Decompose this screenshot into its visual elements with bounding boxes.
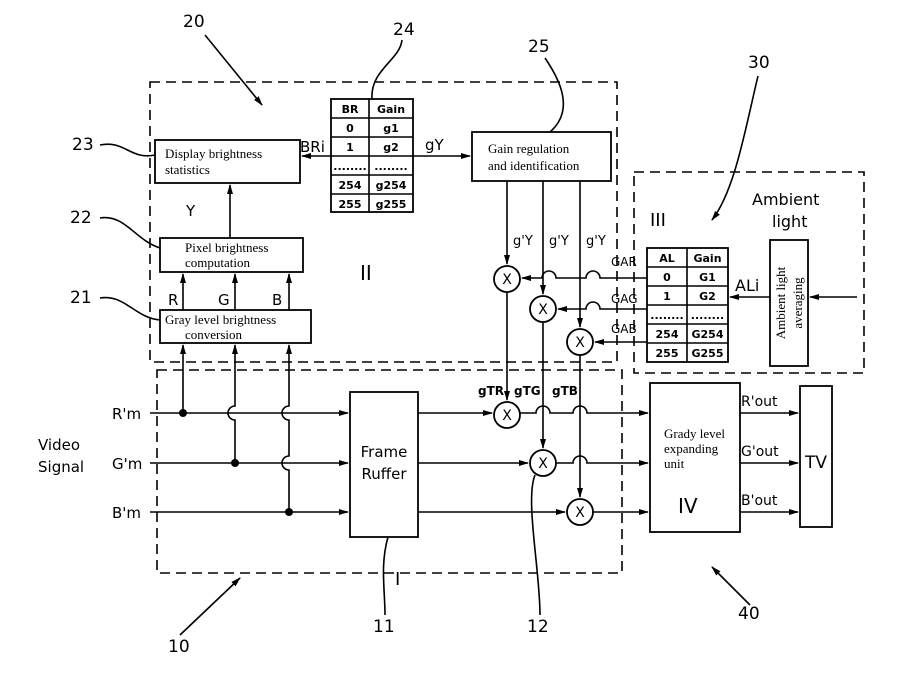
ambient-avg-line2: averaging bbox=[790, 277, 805, 329]
ref-24: 24 bbox=[393, 20, 415, 40]
signal-gTG: gTG bbox=[514, 384, 541, 398]
signal-B: B bbox=[272, 291, 282, 309]
section-I: I bbox=[395, 569, 400, 590]
gain-regulation-block bbox=[472, 132, 611, 181]
signal-Rout: R'out bbox=[741, 394, 778, 410]
signal-gY-prime-3: g'Y bbox=[586, 234, 606, 249]
multiply-symbol: X bbox=[575, 335, 585, 351]
table-cell: 255 bbox=[656, 347, 679, 360]
table-cell: 0 bbox=[346, 122, 354, 135]
gain-regulation-line2: and identification bbox=[488, 158, 580, 173]
section-II: II bbox=[360, 261, 372, 285]
ref-40: 40 bbox=[738, 604, 760, 624]
signal-BRi: BRi bbox=[300, 138, 325, 156]
ref-12: 12 bbox=[527, 617, 549, 637]
table-header: Gain bbox=[377, 103, 405, 116]
signal-gTB: gTB bbox=[552, 384, 578, 398]
gray-level-line2: conversion bbox=[185, 327, 243, 342]
frame-buffer-line1: Frame bbox=[361, 443, 408, 461]
al-gain-table: AL Gain 0 G1 1 G2................ 254 G254 255 G2… bbox=[647, 248, 728, 362]
table-cell: g1 bbox=[383, 122, 399, 135]
table-cell: g255 bbox=[376, 198, 407, 211]
pixel-brightness-line1: Pixel brightness bbox=[185, 240, 268, 255]
video-signal-line1: Video bbox=[38, 436, 80, 454]
signal-ALi: ALi bbox=[735, 276, 759, 295]
pixel-brightness-line2: computation bbox=[185, 255, 250, 270]
signal-GAR: GAR bbox=[611, 255, 637, 269]
table-cell: 1 bbox=[663, 290, 671, 303]
signal-G: G bbox=[218, 291, 230, 309]
table-cell: 254 bbox=[656, 328, 679, 341]
signal-Gout: G'out bbox=[741, 444, 779, 460]
ref-20: 20 bbox=[183, 12, 205, 32]
signal-Gm: G'm bbox=[112, 455, 142, 473]
display-stats-line1: Display brightness bbox=[165, 146, 262, 161]
section-IV: IV bbox=[678, 494, 698, 518]
tv-label: TV bbox=[804, 453, 827, 473]
grady-line3: unit bbox=[664, 456, 685, 471]
table-cell: 255 bbox=[339, 198, 362, 211]
ref-23: 23 bbox=[72, 135, 94, 155]
table-cell: G255 bbox=[692, 347, 724, 360]
signal-Bout: B'out bbox=[741, 493, 778, 509]
ref-11: 11 bbox=[373, 617, 395, 637]
grady-line1: Grady level bbox=[664, 426, 725, 441]
table-cell: ........ bbox=[650, 309, 683, 322]
gain-regulation-line1: Gain regulation bbox=[488, 141, 570, 156]
frame-buffer-line2: Ruffer bbox=[362, 465, 408, 483]
ref-22: 22 bbox=[70, 208, 92, 228]
multiply-symbol: X bbox=[502, 408, 512, 424]
ref-30: 30 bbox=[748, 53, 770, 73]
signal-gY: gY bbox=[425, 136, 445, 154]
ref-10: 10 bbox=[168, 637, 190, 657]
table-cell: G254 bbox=[692, 328, 724, 341]
section-III: III bbox=[650, 210, 666, 231]
multiply-symbol: X bbox=[538, 302, 548, 318]
signal-gY-prime-2: g'Y bbox=[549, 234, 569, 249]
table-cell: 0 bbox=[663, 271, 671, 284]
signal-gY-prime-1: g'Y bbox=[513, 234, 533, 249]
ref-21: 21 bbox=[70, 288, 92, 308]
multiply-symbol: X bbox=[538, 456, 548, 472]
br-gain-table: BR Gain 0 g1 1 g2................ 254 g254 255 g2… bbox=[331, 99, 413, 212]
signal-Y: Y bbox=[185, 202, 196, 220]
video-signal-line2: Signal bbox=[38, 458, 84, 476]
ambient-avg-line1: Ambient light bbox=[773, 266, 788, 339]
table-cell: 1 bbox=[346, 141, 354, 154]
table-cell: G1 bbox=[699, 271, 716, 284]
display-stats-line2: statistics bbox=[165, 162, 210, 177]
table-header: AL bbox=[659, 252, 675, 265]
signal-Bm: B'm bbox=[112, 504, 141, 522]
ambient-light-line2: light bbox=[772, 212, 807, 231]
signal-GAG: GAG bbox=[611, 292, 638, 306]
table-cell: ........ bbox=[333, 160, 366, 173]
table-cell: G2 bbox=[699, 290, 716, 303]
ref-25: 25 bbox=[528, 37, 550, 57]
table-cell: g254 bbox=[376, 179, 407, 192]
signal-GAB: GAB bbox=[611, 322, 637, 336]
signal-R: R bbox=[168, 291, 178, 309]
table-header: Gain bbox=[693, 252, 721, 265]
gray-level-line1: Gray level brightness bbox=[165, 312, 276, 327]
table-cell: ........ bbox=[374, 160, 407, 173]
multiply-symbol: X bbox=[502, 272, 512, 288]
multiply-symbol: X bbox=[575, 505, 585, 521]
signal-Rm: R'm bbox=[112, 405, 141, 423]
ambient-light-line1: Ambient bbox=[752, 190, 819, 209]
signal-gTR: gTR bbox=[478, 384, 504, 398]
grady-line2: expanding bbox=[664, 441, 719, 456]
table-header: BR bbox=[342, 103, 359, 116]
table-cell: g2 bbox=[383, 141, 399, 154]
table-cell: 254 bbox=[339, 179, 362, 192]
table-cell: ........ bbox=[691, 309, 724, 322]
